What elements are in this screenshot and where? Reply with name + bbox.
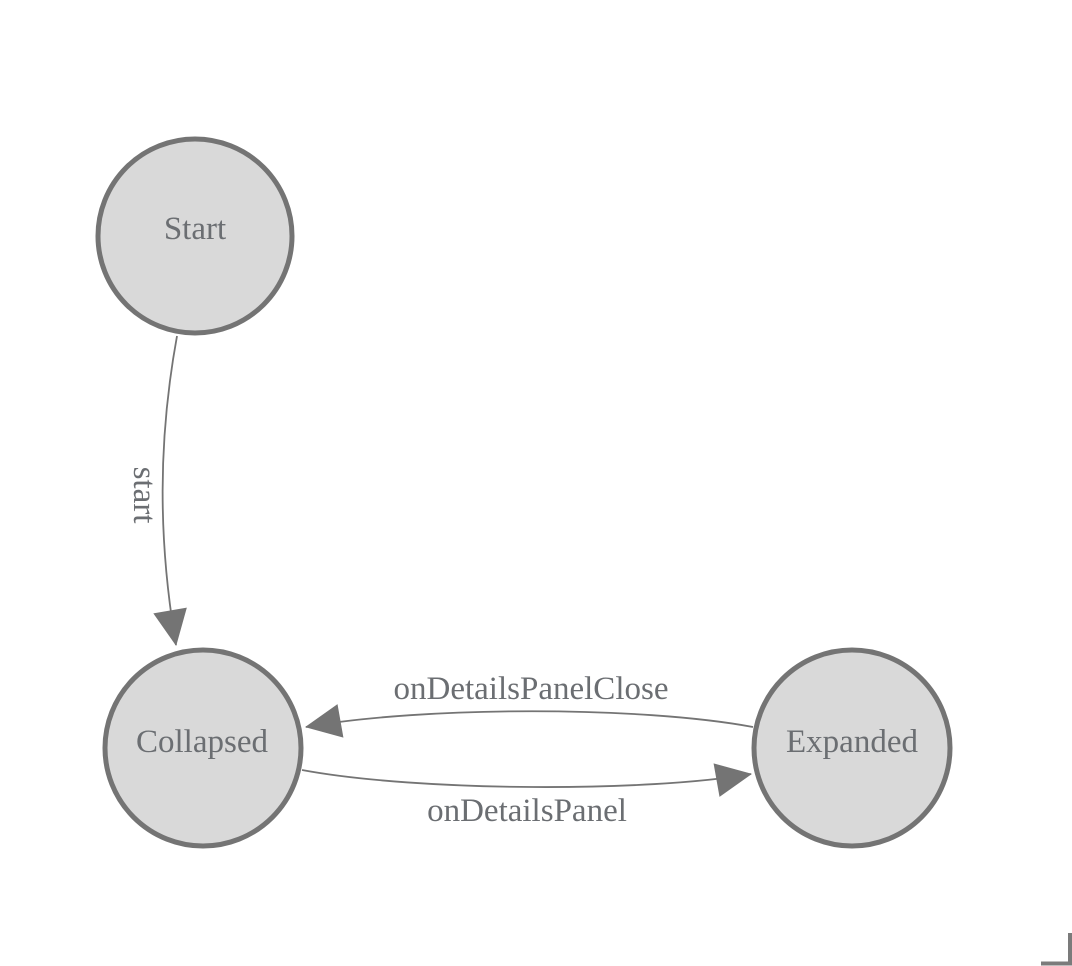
canvas-border-corner bbox=[1041, 933, 1072, 966]
node-start[interactable]: Start bbox=[95, 136, 295, 336]
edge-expanded-to-collapsed bbox=[305, 704, 754, 738]
node-expanded-label: Expanded bbox=[786, 724, 918, 760]
nodes-layer: Start Collapsed Expanded bbox=[95, 136, 953, 849]
edge-start-to-collapsed bbox=[153, 335, 187, 646]
node-expanded-circle[interactable] bbox=[751, 647, 953, 849]
edge-collapsed-to-expanded bbox=[301, 763, 752, 797]
node-collapsed-label: Collapsed bbox=[136, 724, 268, 760]
node-expanded[interactable]: Expanded bbox=[751, 647, 953, 849]
edge-label-ondetailspanel: onDetailsPanel bbox=[427, 793, 627, 829]
edge-label-start: start bbox=[126, 467, 162, 524]
node-start-circle[interactable] bbox=[95, 136, 295, 336]
edge-labels-layer: start onDetailsPanelClose onDetailsPanel bbox=[126, 467, 668, 829]
edges-layer bbox=[153, 335, 754, 797]
node-collapsed-circle[interactable] bbox=[102, 647, 304, 849]
edge-label-ondetailspanelclose: onDetailsPanelClose bbox=[394, 671, 669, 707]
node-collapsed[interactable]: Collapsed bbox=[102, 647, 304, 849]
node-start-label: Start bbox=[164, 211, 226, 247]
